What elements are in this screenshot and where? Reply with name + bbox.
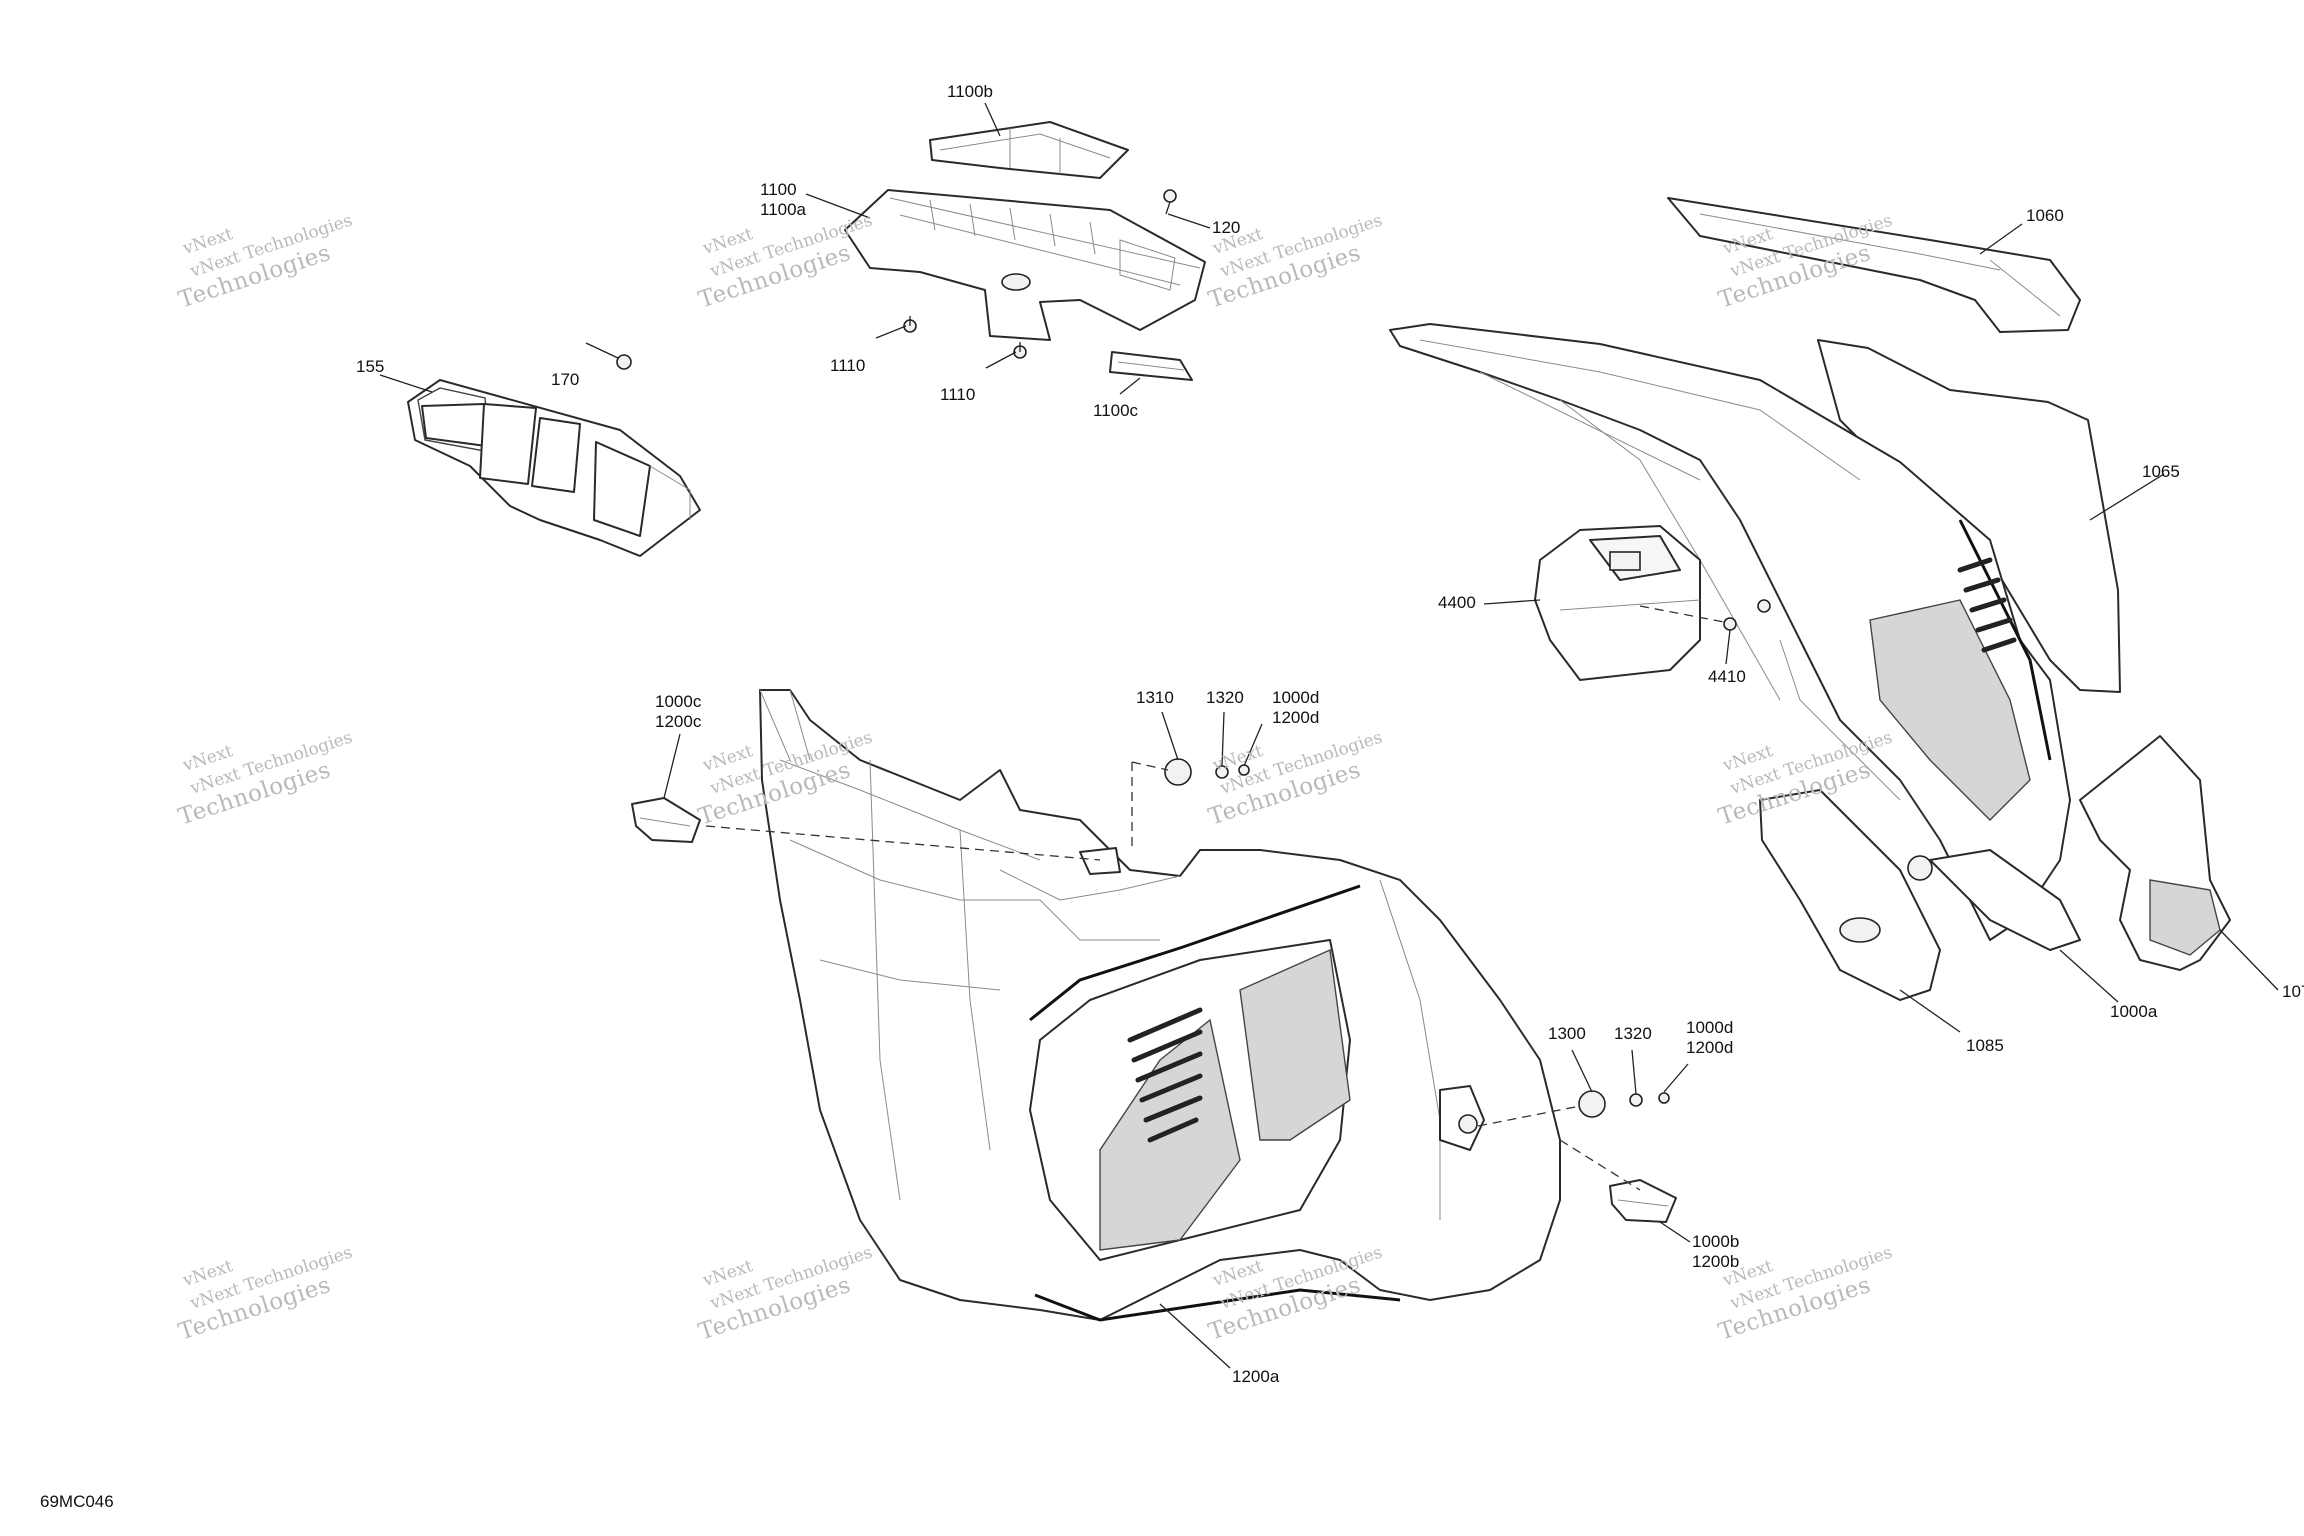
callout-120: 120 xyxy=(1212,218,1241,237)
callout-107: 107 xyxy=(2282,982,2304,1001)
part-1000b-reflector xyxy=(1609,1179,1677,1223)
part-1100b-trim-strip xyxy=(929,121,1129,179)
callout-1110-left: 1110 xyxy=(830,356,866,375)
assembly-lines xyxy=(705,605,1725,1191)
callout-4400: 4400 xyxy=(1438,593,1476,612)
callout-1320-upper: 1320 xyxy=(1206,688,1244,707)
part-4400-module-box xyxy=(1534,525,1771,681)
leader-lines xyxy=(379,102,2279,1369)
part-1100-upper-console xyxy=(844,189,1206,341)
part-1085-lower-panel xyxy=(1759,789,1941,1001)
callout-170: 170 xyxy=(551,370,580,389)
callout-1000d-1200d-upper: 1000d 1200d xyxy=(1272,688,1320,727)
fastener-screws xyxy=(903,189,1177,359)
callout-1110-right: 1110 xyxy=(940,385,976,404)
callout-1320-lower: 1320 xyxy=(1614,1024,1652,1043)
fasteners-lower-group xyxy=(1578,1090,1670,1118)
fasteners-upper-group xyxy=(1164,758,1250,786)
callout-1060: 1060 xyxy=(2026,206,2064,225)
part-1060-top-cover xyxy=(1667,197,2081,333)
fastener-170 xyxy=(616,354,632,370)
callout-1200a: 1200a xyxy=(1232,1367,1280,1386)
callout-1085: 1085 xyxy=(1966,1036,2004,1055)
part-1100c-small-strip xyxy=(1109,351,1193,381)
part-107-side-panel xyxy=(2079,735,2231,971)
callout-1310: 1310 xyxy=(1136,688,1174,707)
callout-1000b-1200b: 1000b 1200b xyxy=(1692,1232,1740,1271)
part-1000c-reflector xyxy=(631,797,701,843)
callout-1000d-1200d-lower: 1000d 1200d xyxy=(1686,1018,1734,1057)
callout-155: 155 xyxy=(356,357,385,376)
part-1200a-front-side-panel xyxy=(759,689,1561,1322)
callout-1100-1100a: 1100 1100a xyxy=(760,180,807,219)
callout-1100c: 1100c xyxy=(1093,401,1139,420)
callout-1300: 1300 xyxy=(1548,1024,1586,1043)
callout-1000a: 1000a xyxy=(2110,1002,2158,1021)
callout-1065: 1065 xyxy=(2142,462,2180,481)
callout-1100b: 1100b xyxy=(947,82,994,101)
diagram-code: 69MC046 xyxy=(40,1492,114,1511)
callout-1000c-1200c: 1000c 1200c xyxy=(655,692,702,731)
bracket-clip xyxy=(1079,847,1121,875)
callout-4410: 4410 xyxy=(1708,667,1746,686)
part-1000a-rear-side-panel xyxy=(1389,323,2081,951)
part-155-gauge-bezel xyxy=(407,379,701,557)
